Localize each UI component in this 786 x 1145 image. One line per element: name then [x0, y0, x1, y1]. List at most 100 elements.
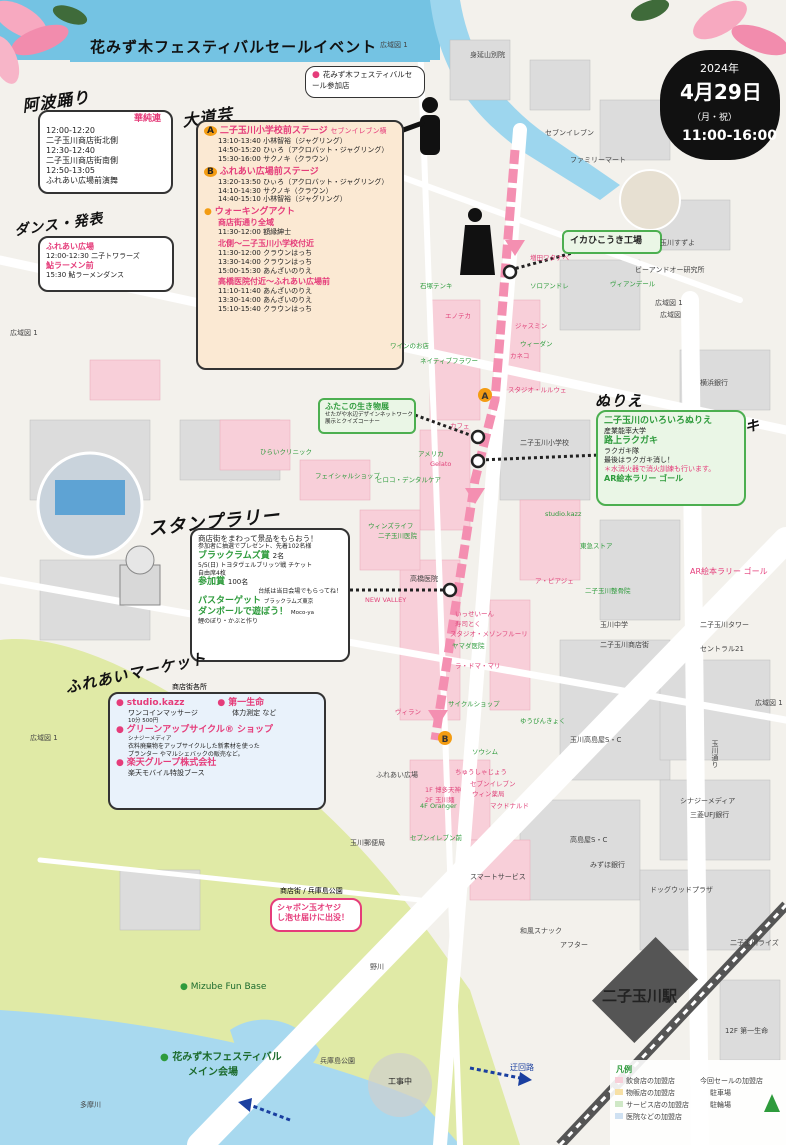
shop-green-20: ゆうびんきょく	[520, 717, 566, 725]
stage-b-line-2: 14:40-15:10 小林智裕（ジャグリング）	[218, 195, 347, 204]
stage-a-line-1: 14:50-15:20 ひぃろ（アクロバット・ジャグリング）	[218, 146, 389, 154]
shop-pink-3: エノテカ	[445, 312, 471, 320]
stage-a-line-0: 13:10-13:40 小林智裕（ジャグリング）	[218, 137, 347, 146]
construction-zone	[368, 1053, 432, 1117]
stamp-prize-1-count: 2名	[272, 551, 285, 560]
shop-green-3: ワインのお店	[390, 342, 429, 350]
legend-line-3: 医院などの加盟店	[626, 1113, 682, 1121]
walk3-line-0: 11:10-11:40 あんざいのりえ	[218, 287, 313, 296]
route-arrow-3	[428, 710, 448, 726]
marker-a	[478, 388, 492, 402]
stamp-prize-1-desc: 5/5(日) トヨタヴェルブリッツ戦 チケット	[198, 562, 313, 570]
shop-green-10: ウィンズライフ	[368, 522, 414, 530]
station-building	[591, 936, 699, 1044]
place-gray-21: 三菱UFJ銀行	[690, 811, 730, 819]
daidogei-box: A 二子玉川小学校前ステージ セブンイレブン横 13:10-13:40 小林智裕…	[196, 120, 404, 370]
awa-line-0: 12:00-12:20	[46, 126, 95, 135]
flower-decoration-left	[0, 0, 88, 84]
stamp-box: 商店街をまわって景品をもらおう！ 参加者に抽選でプレゼント、先着102名様 ブラ…	[190, 528, 350, 662]
awa-line-5: ふれあい広場前演舞	[46, 176, 118, 185]
fureai-item-3-name: 楽天グループ株式会社	[126, 758, 217, 768]
futako-box: ふたこの生き物展 せたがや水辺デザインネットワーク 展示とクイズコーナー	[318, 398, 416, 434]
rakuten-dot-icon: ●	[116, 758, 124, 768]
date-year: 2024年	[700, 62, 739, 75]
mizube-label: ● Mizube Fun Base	[180, 982, 267, 992]
shop-green-14: サイクルショップ	[448, 700, 500, 708]
futako-title: ふたこの生き物展	[325, 402, 389, 411]
shop-green-18: ソウシム	[472, 748, 498, 756]
date-day: 4月29日	[680, 80, 762, 104]
nurie-heading: ぬりえ	[595, 392, 644, 410]
nogawa-river	[430, 0, 620, 200]
walk1-line-0: 11:30-12:00 額縁紳士	[218, 228, 292, 237]
soap-box: シャボン玉オヤジ し泡せ届けに出没！	[270, 898, 362, 932]
awa-box: 華純連 12:00-12:20 二子玉川商店街北側 12:30-12:40 二子…	[38, 110, 173, 194]
stamp-baguette-org: ブラックラムズ東京	[263, 598, 314, 605]
legend-right-2: 駐輪場	[710, 1101, 731, 1109]
fureai-item-2-line-1: 衣料廃棄物をアップサイクルした新素材を使った	[128, 743, 260, 750]
place-gray-20: みずほ銀行	[590, 861, 625, 869]
fureai-box: ● studio.kazz ● 第一生命 ワンコインマッサージ 体力測定 など …	[108, 692, 326, 810]
legend-title: 凡例	[616, 1065, 632, 1074]
place-gray-23: 玉川郵便局	[350, 839, 385, 847]
fureai-item-1-line-0: 体力測定 など	[232, 709, 277, 718]
shop-pink-10: 寿司とく	[455, 620, 481, 628]
stage-b-title: ふれあい広場前ステージ	[219, 166, 319, 177]
dance-line-1: 12:00-12:30 二子トワラーズ	[46, 252, 140, 260]
marker-a-letter: A	[482, 392, 489, 402]
walk3-line-2: 15:10-15:40 クラウンはっち	[218, 304, 313, 313]
fureai-hiroba-label: ふれあい広場	[376, 771, 418, 779]
detour-arrow-left	[249, 1103, 291, 1122]
stage-b-line-0: 13:20-13:50 ひぃろ（アクロバット・ジャグリング）	[218, 177, 389, 186]
stage-b-line-1: 14:10-14:30 サクノキ（クラウン）	[218, 186, 333, 195]
place-gray-8: 玉川中学	[600, 621, 628, 629]
fureai-item-2-line-0: シナジーメディア	[128, 736, 172, 743]
shop-pink-1: スタジオ・ルルウェ	[508, 386, 567, 394]
place-gray-17: セントラル21	[700, 645, 744, 653]
koiki-label-1: 広域図 1	[10, 329, 38, 337]
walking-dot-icon: ●	[204, 207, 212, 217]
greenup-dot-icon: ●	[116, 724, 124, 735]
walk2-line-2: 15:00-15:30 あんざいのりえ	[218, 266, 313, 275]
legend-line-2: サービス店の加盟店	[626, 1101, 689, 1109]
place-gray-6: 広域図	[660, 311, 681, 319]
date-weekday: （月・祝）	[692, 113, 738, 123]
fureai-item-0-name: studio.kazz	[126, 698, 185, 708]
connector-nodes	[442, 264, 518, 598]
stamp-prize-2-desc: 台紙は当日会場でもらってね！	[258, 588, 342, 596]
nurie-note: ＊水消火器で消火訓練も行います。	[604, 464, 716, 473]
shop-green-19: セブンイレブン前	[410, 834, 462, 842]
detour-label: 迂回路	[510, 1063, 534, 1072]
shop-pink-0: 増田ワタナベ	[530, 254, 569, 262]
photo-board-panel	[55, 480, 125, 515]
stamp-intro-2: 参加者に抽選でプレゼント、先着102名様	[198, 543, 312, 551]
shop-pink-7: ア・ピアジェ	[535, 577, 574, 585]
route-arrow-1	[505, 240, 525, 256]
construction-label: 工事中	[388, 1077, 412, 1086]
nurie-goal: AR絵本ラリー ゴール	[604, 473, 684, 483]
soap-label: 商店街 / 兵庫島公園	[280, 887, 343, 895]
place-gray-3: 玉川すずよ	[660, 239, 695, 247]
koiki-label-3: 広域図 1	[655, 299, 683, 307]
north-arrow-icon	[764, 1094, 780, 1112]
shop-pink-6: カフェ	[450, 422, 470, 430]
legend-right-0: 今回セールの加盟店	[700, 1077, 763, 1085]
shop-pink-14: 1F 博多天神	[425, 786, 461, 794]
place-gray-1: セブンイレブン	[545, 129, 594, 137]
tama-river-label: 多摩川	[80, 1101, 101, 1109]
place-gray-5: 横浜銀行	[700, 379, 728, 387]
walk2-title: 北側～二子玉川小学校付近	[218, 239, 314, 248]
detour-arrow-right	[469, 1066, 521, 1080]
venue-dot-icon: ●	[160, 1052, 169, 1063]
legend-swatch-2	[615, 1089, 623, 1095]
shop-green-11: studio.kazz	[545, 510, 582, 518]
stamp-prize-2-count: 100名	[227, 578, 249, 587]
stage-a-badge: A	[204, 126, 217, 136]
hyogo-label: 兵庫島公園	[320, 1057, 355, 1065]
ikahiko-box: イカひこうき工場	[562, 230, 662, 254]
place-gray-2: ファミリーマート	[570, 156, 626, 164]
shop-pink-12: ヴィラン	[395, 708, 421, 716]
ikahiko-label: イカひこうき工場	[570, 236, 643, 246]
fureai-item-3-line-0: 楽天モバイル特設ブース	[128, 769, 205, 778]
nurie-sub: 路上ラクガキ	[604, 436, 659, 446]
